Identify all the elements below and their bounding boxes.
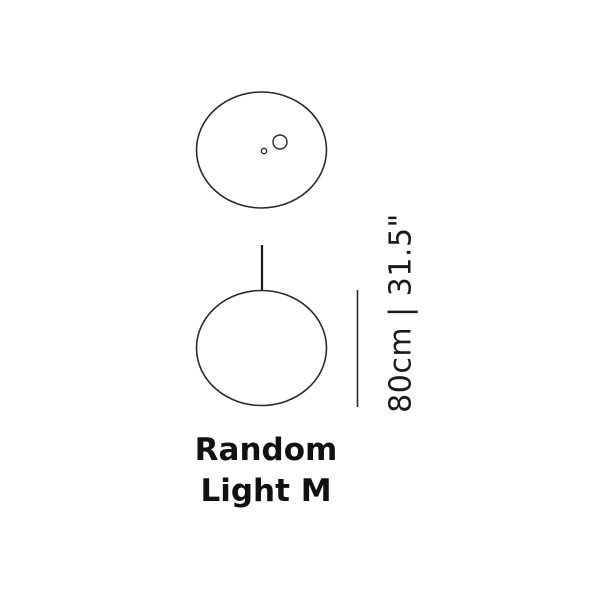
side-view-outline (195, 289, 328, 407)
top-view (195, 91, 328, 209)
top-view-outline (195, 91, 328, 209)
dimension-label: 80cm | 31.5" (383, 213, 419, 413)
product-name-line2: Light M (200, 473, 332, 509)
side-view (195, 245, 328, 407)
product-name-line1: Random (194, 432, 338, 468)
top-view-large-hole (272, 134, 288, 150)
product-title: Random Light M (166, 430, 366, 512)
top-view-small-hole (260, 147, 268, 155)
